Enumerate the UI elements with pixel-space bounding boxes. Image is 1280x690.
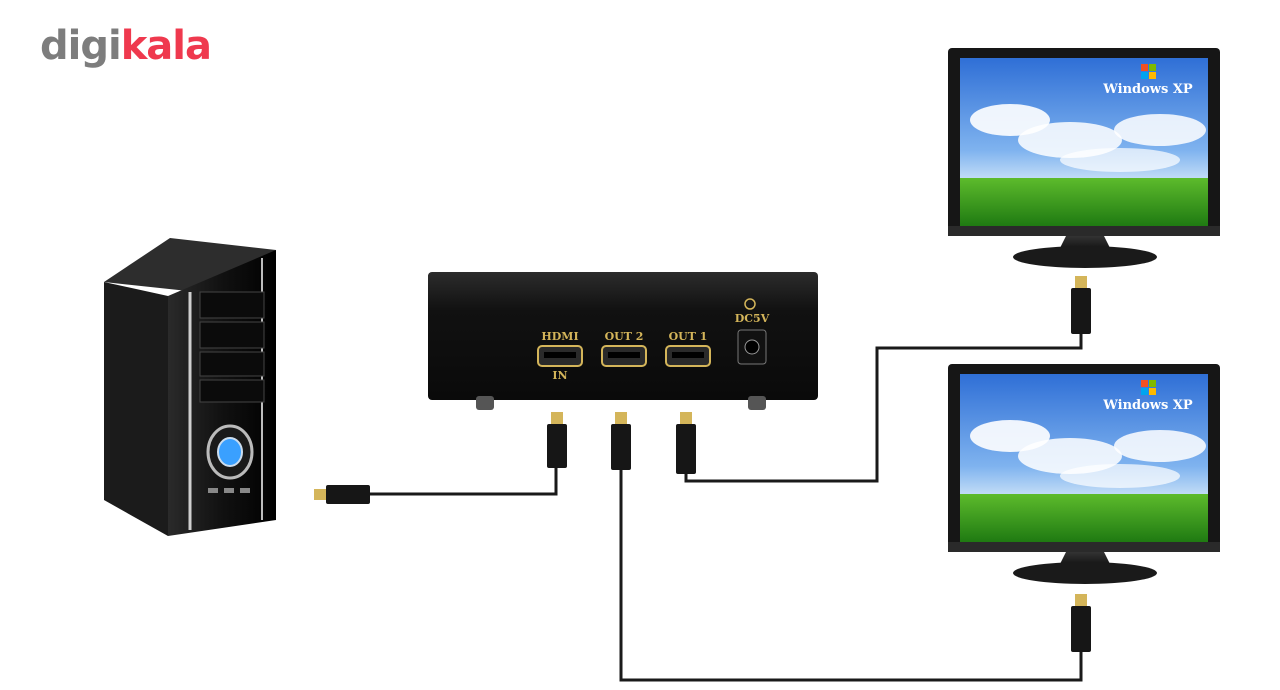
hdmi-plug-out-1-icon bbox=[676, 412, 696, 474]
monitor-2-os-label: Windows XP bbox=[1102, 398, 1193, 413]
cable-pc-to-hdmi-in bbox=[370, 468, 558, 496]
port-hdmi-in-label: HDMI bbox=[541, 330, 578, 343]
monitor-1-os-label: Windows XP bbox=[1102, 82, 1193, 97]
logo-part-digi: digi bbox=[40, 23, 122, 69]
windows-flag-icon bbox=[1141, 380, 1156, 395]
port-out-1-label: OUT 1 bbox=[669, 330, 708, 343]
port-dc-power: DC5V bbox=[735, 298, 770, 365]
port-out-2-label: OUT 2 bbox=[605, 330, 644, 343]
monitor-1: Windows XP bbox=[948, 48, 1220, 268]
logo-part-kala: kala bbox=[120, 23, 212, 69]
windows-flag-icon bbox=[1141, 64, 1156, 79]
port-hdmi-in: HDMI IN bbox=[537, 330, 583, 382]
port-out-2: OUT 2 bbox=[601, 330, 647, 367]
hdmi-plug-out-2-icon bbox=[611, 412, 631, 470]
cables bbox=[370, 334, 1083, 682]
port-dc-power-label: DC5V bbox=[735, 312, 770, 325]
pc-tower bbox=[104, 238, 276, 536]
hdmi-plug-in-icon bbox=[547, 412, 567, 468]
cable-out1-to-monitor-1 bbox=[684, 334, 1083, 483]
hdmi-plug-pc-icon bbox=[314, 485, 370, 504]
hdmi-splitter-box: HDMI IN OUT 2 OUT 1 DC5V bbox=[428, 272, 818, 410]
digikala-logo: digikala bbox=[40, 23, 212, 69]
monitor-2: Windows XP bbox=[948, 364, 1220, 584]
hdmi-plug-monitor-2-icon bbox=[1071, 594, 1091, 652]
port-hdmi-in-sublabel: IN bbox=[552, 369, 567, 382]
cable-out2-to-monitor-2 bbox=[619, 470, 1083, 682]
port-out-1: OUT 1 bbox=[665, 330, 711, 367]
hdmi-plug-monitor-1-icon bbox=[1071, 276, 1091, 334]
